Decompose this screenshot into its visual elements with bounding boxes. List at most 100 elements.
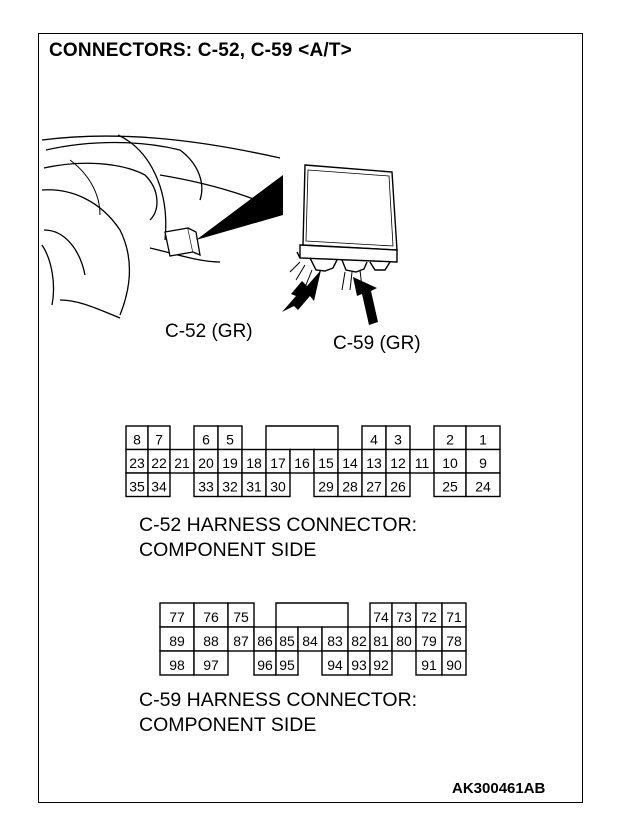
c59-pin-83: 83 (327, 633, 343, 649)
c59-pin-82: 82 (351, 633, 367, 649)
c52-cell (147, 472, 171, 498)
c59-pin-87: 87 (233, 633, 249, 649)
c52-pin-1: 1 (479, 432, 487, 448)
c59-cell (193, 626, 229, 652)
c52-pin-22: 22 (151, 455, 167, 471)
figure-title: CONNECTORS: C-52, C-59 <A/T> (49, 40, 352, 61)
c52-pin-16: 16 (294, 455, 310, 471)
c52-pin-10: 10 (442, 455, 458, 471)
ecu-module (289, 164, 398, 291)
c52-lock-tab (265, 425, 339, 449)
c52-cell (385, 472, 411, 498)
c59-pin-94: 94 (327, 657, 343, 673)
c59-pin-81: 81 (373, 633, 389, 649)
c59-pin-96: 96 (257, 657, 273, 673)
c52-pin-26: 26 (390, 479, 406, 495)
c59-cell (391, 626, 417, 652)
c52-pin-6: 6 (202, 432, 210, 448)
c59-cell (441, 626, 467, 652)
c52-pin-5: 5 (226, 432, 234, 448)
c52-pin-25: 25 (442, 479, 458, 495)
c59-cell (227, 602, 255, 628)
c59-cell (321, 626, 349, 652)
c52-pointer-arrow (282, 270, 321, 312)
c59-pin-72: 72 (421, 609, 437, 625)
c52-pin-12: 12 (390, 455, 406, 471)
c52-pin-21: 21 (174, 455, 190, 471)
c59-pin-86: 86 (257, 633, 273, 649)
c59-lock-tab (275, 602, 349, 627)
c52-pin-30: 30 (270, 479, 286, 495)
c52-pin-19: 19 (222, 455, 238, 471)
c52-pin-11: 11 (415, 455, 430, 471)
c59-cell (227, 626, 255, 652)
c59-pointer-arrow (353, 277, 378, 325)
c59-pin-80: 80 (396, 633, 412, 649)
c52-pin-18: 18 (246, 455, 262, 471)
c59-pin-92: 92 (373, 657, 389, 673)
c59-cell (415, 626, 443, 652)
c59-pin-89: 89 (169, 633, 185, 649)
c52-cell (265, 472, 291, 498)
c52-pin-33: 33 (198, 479, 214, 495)
c52-pin-29: 29 (318, 479, 334, 495)
c59-pin-93: 93 (351, 657, 367, 673)
c52-pin-13: 13 (366, 455, 382, 471)
c52-pin-15: 15 (318, 455, 334, 471)
c52-pin-9: 9 (479, 455, 487, 471)
c52-pin-35: 35 (129, 479, 145, 495)
c59-pin-97: 97 (203, 657, 219, 673)
figure-frame (38, 33, 583, 803)
c59-pin-79: 79 (421, 633, 437, 649)
c59-pin-76: 76 (203, 609, 219, 625)
c59-pin-90: 90 (446, 657, 462, 673)
c52-pin-20: 20 (198, 455, 214, 471)
c52-pin-31: 31 (246, 479, 262, 495)
c52-pin-27: 27 (366, 479, 382, 495)
c52-pin-34: 34 (151, 479, 167, 495)
c59-pin-73: 73 (396, 609, 412, 625)
c59-cell (193, 650, 229, 676)
c59-cell (441, 650, 467, 676)
c59-caption-line1: C-59 HARNESS CONNECTOR: (139, 689, 418, 711)
c52-pin-3: 3 (394, 432, 402, 448)
c59-pin-84: 84 (302, 633, 318, 649)
c59-pin-78: 78 (446, 633, 462, 649)
c59-cell (321, 650, 349, 676)
c52-pin-23: 23 (129, 455, 145, 471)
c59-pin-77: 77 (169, 609, 185, 625)
c59-cell (441, 602, 467, 628)
c59-pin-85: 85 (279, 633, 295, 649)
c59-pin-71: 71 (446, 609, 462, 625)
c52-pin-4: 4 (370, 432, 378, 448)
zoom-wedge (196, 175, 283, 240)
c59-pin-75: 75 (233, 609, 249, 625)
figure-code: AK300461AB (452, 780, 546, 797)
c59-cell (159, 626, 195, 652)
c52-pin-32: 32 (222, 479, 238, 495)
dashboard-illustration (41, 134, 284, 319)
c59-pin-91: 91 (421, 657, 437, 673)
c52-cell (465, 472, 501, 498)
c52-pin-28: 28 (342, 479, 358, 495)
c52-pin-2: 2 (446, 432, 454, 448)
c52-caption: C-52 HARNESS CONNECTOR: COMPONENT SIDE (139, 513, 417, 563)
c59-callout-label: C-59 (GR) (333, 333, 421, 354)
c52-pin-7: 7 (155, 432, 163, 448)
c59-cell (415, 650, 443, 676)
c59-pin-88: 88 (203, 633, 219, 649)
c52-callout-label: C-52 (GR) (165, 321, 253, 342)
c59-caption: C-59 HARNESS CONNECTOR: COMPONENT SIDE (139, 688, 417, 738)
c52-caption-line2: COMPONENT SIDE (139, 539, 317, 561)
c52-pin-24: 24 (475, 479, 491, 495)
c52-pin-17: 17 (270, 455, 286, 471)
c52-pin-14: 14 (342, 455, 358, 471)
connector-location-box (164, 227, 201, 257)
c52-pin-8: 8 (133, 432, 141, 448)
c59-cell (369, 650, 393, 676)
c59-pin-98: 98 (169, 657, 185, 673)
c59-pin-95: 95 (279, 657, 295, 673)
